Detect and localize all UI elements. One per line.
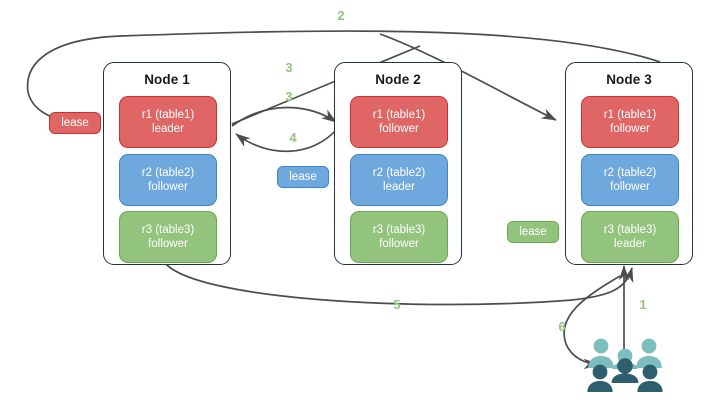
edge-label-6: 6 xyxy=(558,319,566,334)
replica-role: follower xyxy=(148,181,188,193)
replica-role: follower xyxy=(610,123,650,135)
lease-label: lease xyxy=(61,117,89,129)
edge-label-5: 5 xyxy=(393,297,401,312)
replica-node-2-r1[interactable]: r1 (table1) follower xyxy=(350,96,448,148)
edge-label-4: 4 xyxy=(289,130,297,145)
edge-label-2: 2 xyxy=(337,8,345,23)
replica-name: r1 (table1) xyxy=(603,109,657,121)
users-icon xyxy=(587,338,663,392)
replica-role: follower xyxy=(148,238,188,250)
lease-chip-table2[interactable]: lease xyxy=(277,166,329,188)
replica-role: leader xyxy=(614,238,646,250)
replica-name: r2 (table2) xyxy=(141,167,195,179)
edge-label-3a: 3 xyxy=(285,60,293,75)
lease-chip-table3[interactable]: lease xyxy=(507,221,559,243)
edge-label-3b: 3 xyxy=(285,89,293,104)
replica-node-3-r3[interactable]: r3 (table3) leader xyxy=(581,211,679,263)
lease-label: lease xyxy=(519,226,547,238)
replica-node-2-r2[interactable]: r2 (table2) leader xyxy=(350,154,448,206)
replica-node-3-r2[interactable]: r2 (table2) follower xyxy=(581,154,679,206)
node-title: Node 2 xyxy=(375,72,421,87)
replica-name: r1 (table1) xyxy=(141,109,195,121)
replica-name: r3 (table3) xyxy=(141,224,195,236)
node-box-node-3[interactable]: Node 3 r1 (table1) follower r2 (table2) … xyxy=(565,62,693,265)
replica-node-1-r1[interactable]: r1 (table1) leader xyxy=(119,96,217,148)
replica-name: r2 (table2) xyxy=(372,167,426,179)
replica-role: leader xyxy=(383,181,415,193)
replica-node-1-r2[interactable]: r2 (table2) follower xyxy=(119,154,217,206)
node-box-node-2[interactable]: Node 2 r1 (table1) follower r2 (table2) … xyxy=(334,62,462,265)
replica-role: follower xyxy=(610,181,650,193)
node-title: Node 1 xyxy=(144,72,190,87)
replica-name: r3 (table3) xyxy=(603,224,657,236)
replica-role: follower xyxy=(379,238,419,250)
replica-name: r1 (table1) xyxy=(372,109,426,121)
replica-name: r2 (table2) xyxy=(603,167,657,179)
node-title: Node 3 xyxy=(606,72,652,87)
replica-node-3-r1[interactable]: r1 (table1) follower xyxy=(581,96,679,148)
replica-node-2-r3[interactable]: r3 (table3) follower xyxy=(350,211,448,263)
replica-role: leader xyxy=(152,123,184,135)
edge-label-1: 1 xyxy=(639,297,647,312)
lease-label: lease xyxy=(289,171,317,183)
lease-chip-table1[interactable]: lease xyxy=(49,112,101,134)
node-box-node-1[interactable]: Node 1 r1 (table1) leader r2 (table2) fo… xyxy=(103,62,231,265)
replica-node-1-r3[interactable]: r3 (table3) follower xyxy=(119,211,217,263)
edge-3-arc-path xyxy=(231,106,337,127)
replica-name: r3 (table3) xyxy=(372,224,426,236)
replica-role: follower xyxy=(379,123,419,135)
